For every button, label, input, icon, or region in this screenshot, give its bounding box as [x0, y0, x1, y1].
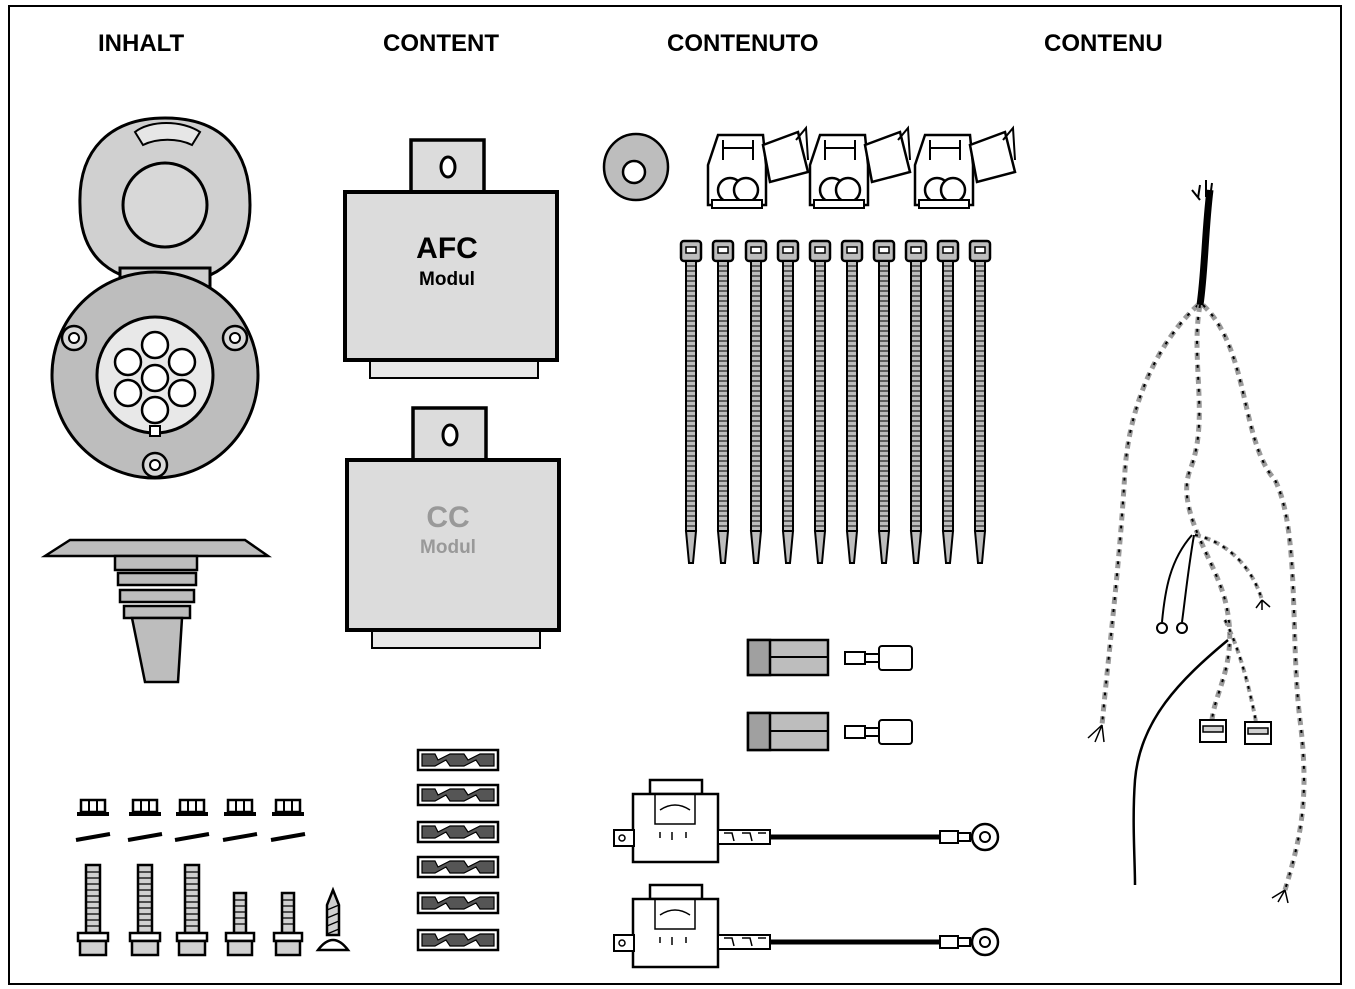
- cable-tie: [711, 239, 735, 564]
- cable-tie: [936, 239, 960, 564]
- fuse-connector: [416, 783, 500, 807]
- afc-module-subtitle: Modul: [419, 269, 475, 290]
- heading-contenu: CONTENU: [1044, 30, 1163, 57]
- cc-module-title: CC: [426, 501, 469, 534]
- cable-tie: [840, 239, 864, 564]
- fuse-connector-strip: [416, 748, 500, 952]
- fuse-holder-cable: [613, 883, 1000, 969]
- fuse-connector: [416, 748, 500, 772]
- wire-tap-connector: [808, 125, 912, 209]
- rubber-bushing: [602, 132, 670, 202]
- bolt-threads: [86, 871, 340, 935]
- heading-inhalt: INHALT: [98, 30, 185, 57]
- wiring-harness: [1087, 180, 1307, 904]
- nut-row: [77, 798, 304, 816]
- wire-tap-connectors: [706, 125, 1017, 209]
- afc-module: AFC Modul: [343, 138, 559, 379]
- cable-tie: [744, 239, 768, 564]
- cc-module-subtitle: Modul: [420, 537, 476, 558]
- fuse-connector: [416, 928, 500, 952]
- cable-tie: [679, 239, 703, 564]
- flat-connector-2: [746, 711, 913, 752]
- cable-tie: [872, 239, 896, 564]
- fuse-connector: [416, 820, 500, 844]
- heading-contenuto: CONTENUTO: [667, 30, 819, 57]
- cable-tie: [808, 239, 832, 564]
- socket-seal-grommet: [40, 538, 272, 684]
- cable-ties: [679, 239, 992, 564]
- cable-tie: [968, 239, 992, 564]
- fuse-holder-cable: [613, 778, 1000, 864]
- flat-connector-1: [746, 638, 913, 677]
- bolt-row: [76, 863, 351, 957]
- fuse-holders: [613, 778, 1000, 969]
- nuts-washers-bolts: [75, 798, 351, 957]
- wire-tap-connector: [706, 125, 810, 209]
- fuse-connector: [416, 855, 500, 879]
- cc-module: CC Modul: [345, 406, 561, 649]
- fuse-connector: [416, 891, 500, 915]
- cable-tie: [776, 239, 800, 564]
- trailer-socket: [50, 116, 260, 480]
- wire-tap-connector: [913, 125, 1017, 209]
- diagram-frame: [8, 5, 1342, 985]
- washer-row: [75, 832, 306, 842]
- cable-tie: [904, 239, 928, 564]
- heading-content: CONTENT: [383, 30, 499, 57]
- afc-module-title: AFC: [416, 232, 478, 265]
